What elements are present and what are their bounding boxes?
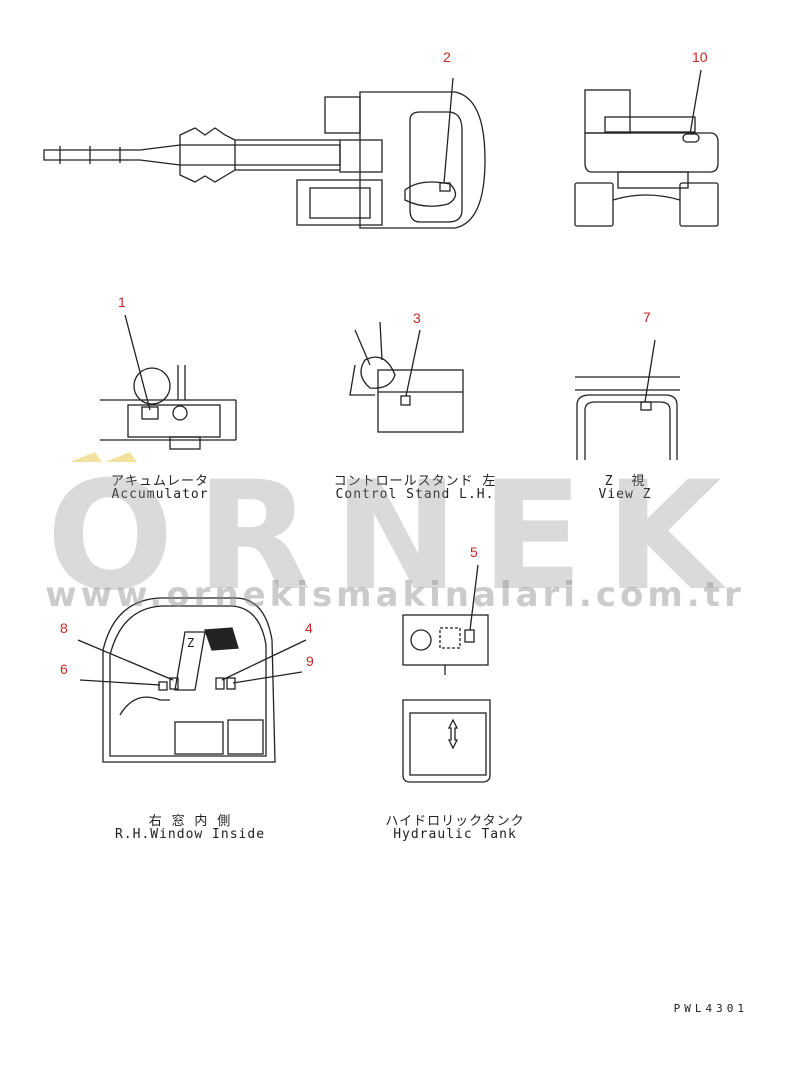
decal-1-marker [141, 406, 159, 420]
callout-4: 4 [305, 620, 313, 636]
drawing-code: PWL4301 [673, 1002, 748, 1015]
leader-6 [79, 679, 161, 686]
caption-tank-en: Hydraulic Tank [393, 827, 517, 842]
callout-10: 10 [692, 49, 708, 65]
decal-2-marker [439, 182, 451, 192]
seat-base [174, 721, 224, 755]
callout-2: 2 [443, 49, 451, 65]
callout-7: 7 [643, 309, 651, 325]
rear-hood [604, 116, 696, 133]
leader-10 [689, 69, 702, 135]
accumulator-view [100, 314, 237, 450]
tank-body [402, 699, 491, 783]
upper-structure [359, 91, 486, 229]
decal-3-marker [400, 395, 411, 406]
direction-arrow [204, 627, 239, 651]
hose [119, 696, 170, 716]
caption-control-stand-en: Control Stand L.H. [335, 487, 495, 502]
leader-3 [405, 329, 421, 397]
leader-1 [124, 314, 151, 411]
caption-view-z-en: View Z [598, 487, 652, 502]
callout-5: 5 [470, 544, 478, 560]
axle [612, 194, 681, 201]
counterweight [324, 96, 361, 134]
control-stand-view [349, 321, 464, 433]
view-letter: Z [187, 636, 196, 650]
bucket [179, 127, 236, 183]
rear-frame [617, 171, 689, 189]
decal-4-marker [215, 677, 225, 690]
decal-7-marker [640, 401, 652, 411]
leader-8 [77, 639, 174, 681]
lever [379, 321, 383, 361]
cab-window-inner [109, 605, 267, 757]
decal-6-marker [158, 681, 168, 691]
callout-6: 6 [60, 661, 68, 677]
decal-9-marker [226, 677, 236, 690]
decal-8-marker [169, 677, 179, 690]
valve-port [172, 405, 188, 421]
caption-window-jp: 右 窓 内 側 [148, 814, 232, 829]
cab-window-frame [102, 597, 276, 763]
bracket [349, 364, 375, 396]
caption-accumulator-jp: アキュムレータ [110, 474, 209, 489]
leader-7 [644, 339, 656, 403]
lever [354, 329, 371, 366]
cab-seat [404, 181, 457, 207]
leader-4 [221, 639, 307, 681]
callout-9: 9 [306, 653, 314, 669]
callout-8: 8 [60, 620, 68, 636]
watermark-accent [70, 452, 137, 462]
decal-10-marker [682, 133, 700, 143]
rear-cab [584, 89, 631, 134]
caption-tank-jp: ハイドロリックタンク [385, 814, 525, 829]
fitting [169, 436, 201, 450]
lever-boot [360, 356, 396, 389]
hydraulic-tank-view [402, 564, 491, 783]
excavator-rear-view [574, 69, 719, 227]
caption-control-stand-jp: コントロールスタンド 左 [333, 474, 497, 489]
leader-5 [469, 564, 479, 631]
excavator-top-view [43, 77, 486, 229]
callout-3: 3 [413, 310, 421, 326]
window-inner [584, 401, 671, 460]
stand-box [377, 369, 464, 433]
cab-outline [409, 111, 463, 223]
tank-inner [409, 712, 487, 776]
caption-accumulator-en: Accumulator [111, 487, 209, 502]
leader-2 [443, 77, 454, 184]
side-console [227, 719, 264, 755]
pillar [174, 631, 206, 691]
right-wheel [679, 182, 719, 227]
caption-view-z-jp: Z 視 [604, 474, 646, 489]
tank-port [439, 627, 461, 649]
window-inside-view [77, 597, 307, 763]
caption-window-en: R.H.Window Inside [114, 827, 266, 842]
engine-hood [339, 139, 383, 173]
track-frame [296, 179, 383, 226]
callout-1: 1 [118, 294, 126, 310]
view-z-drawing [575, 339, 680, 460]
decal-5-marker [464, 629, 475, 643]
leader-9 [232, 671, 303, 684]
tank-filler-cap [410, 629, 432, 651]
accumulator-sphere [133, 367, 171, 405]
watermark-url: www.ornekismakinalari.com.tr [45, 575, 745, 615]
boom-arm [43, 144, 341, 166]
track-inner [309, 187, 371, 219]
window-frame [576, 394, 678, 460]
watermark-brand: ORNEK [46, 450, 744, 624]
level-gauge [447, 718, 459, 750]
rear-counterweight [584, 132, 719, 173]
left-wheel [574, 182, 614, 227]
